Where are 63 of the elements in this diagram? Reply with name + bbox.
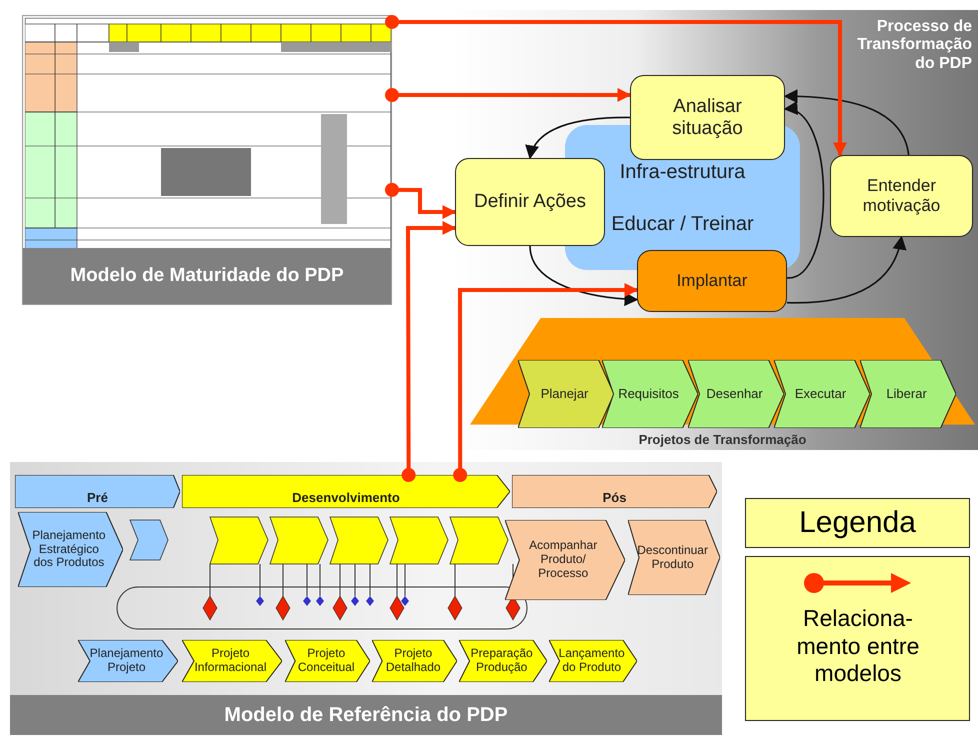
process-box (637, 250, 787, 312)
step-label: Projeto Conceitual (296, 645, 356, 676)
process-step (78, 640, 178, 682)
step-label: Projeto Detalhado (384, 645, 442, 676)
legend-heading: Legenda (745, 498, 970, 548)
phase-banner (182, 475, 510, 508)
process-step (518, 360, 614, 428)
step-label: Projeto Informacional (193, 645, 268, 676)
phase-label: Pré (86, 489, 109, 508)
process-step (182, 640, 282, 682)
phase-label: Pós (602, 489, 628, 508)
process-step (688, 360, 784, 428)
project-group (470, 318, 975, 448)
step-label: Executar (794, 384, 848, 403)
step-label: Lançamento do Produto (558, 645, 625, 676)
process-box (455, 158, 605, 246)
step-label: Planejar (540, 384, 590, 403)
box-label: Analisar situação (671, 94, 744, 140)
process-step (505, 520, 625, 600)
process-step (18, 512, 123, 587)
step-label: Liberar (885, 384, 928, 403)
process-step (285, 640, 370, 682)
process-step (628, 520, 720, 595)
step-label: Planejamento Projeto (89, 645, 164, 676)
arrow (385, 182, 456, 220)
step-label: Requisitos (617, 384, 680, 403)
step-label: Descontinuar Produto (638, 542, 708, 572)
arrow (385, 14, 847, 156)
group-title: Projetos de Transformação (638, 433, 808, 448)
phase-banner (512, 475, 717, 508)
phase-banner (15, 475, 180, 508)
box-label: Entender motivação (862, 175, 942, 217)
arrow (784, 89, 910, 156)
area-label: Infra-estrutura (618, 161, 746, 184)
box-label: Definir Ações (473, 190, 587, 214)
maturity-model-panel (22, 15, 392, 305)
legend-text: Relaciona- mento entre modelos (796, 605, 920, 688)
process-step (774, 360, 870, 428)
step-label: Acompanhar Produto/ Processo (528, 537, 598, 582)
arrow (784, 104, 824, 279)
phase-label: Desenvolvimento (291, 489, 401, 508)
arrow (402, 220, 456, 482)
panel-title: Processo de Transformação do PDP (856, 18, 972, 74)
area-label: Educar / Treinar (610, 213, 755, 236)
reference-model-panel (10, 462, 722, 735)
panel-title: Modelo de Maturidade do PDP (23, 248, 391, 304)
arrow (526, 116, 630, 160)
step-label: Preparação Produção (470, 645, 534, 676)
process-step (459, 640, 547, 682)
step-label: Planejamento Estratégico dos Produtos (31, 526, 107, 572)
process-step (860, 360, 956, 428)
process-step (602, 360, 698, 428)
process-step (372, 640, 457, 682)
arrow (453, 283, 638, 482)
arrow (787, 236, 906, 304)
process-box (630, 75, 785, 160)
arrow (385, 88, 632, 102)
arrow (529, 246, 638, 306)
process-box (830, 155, 973, 237)
box-label: Implantar (676, 270, 748, 292)
process-step (549, 640, 637, 682)
step-label: Desenhar (705, 384, 764, 403)
panel-title: Modelo de Referência do PDP (10, 695, 722, 735)
